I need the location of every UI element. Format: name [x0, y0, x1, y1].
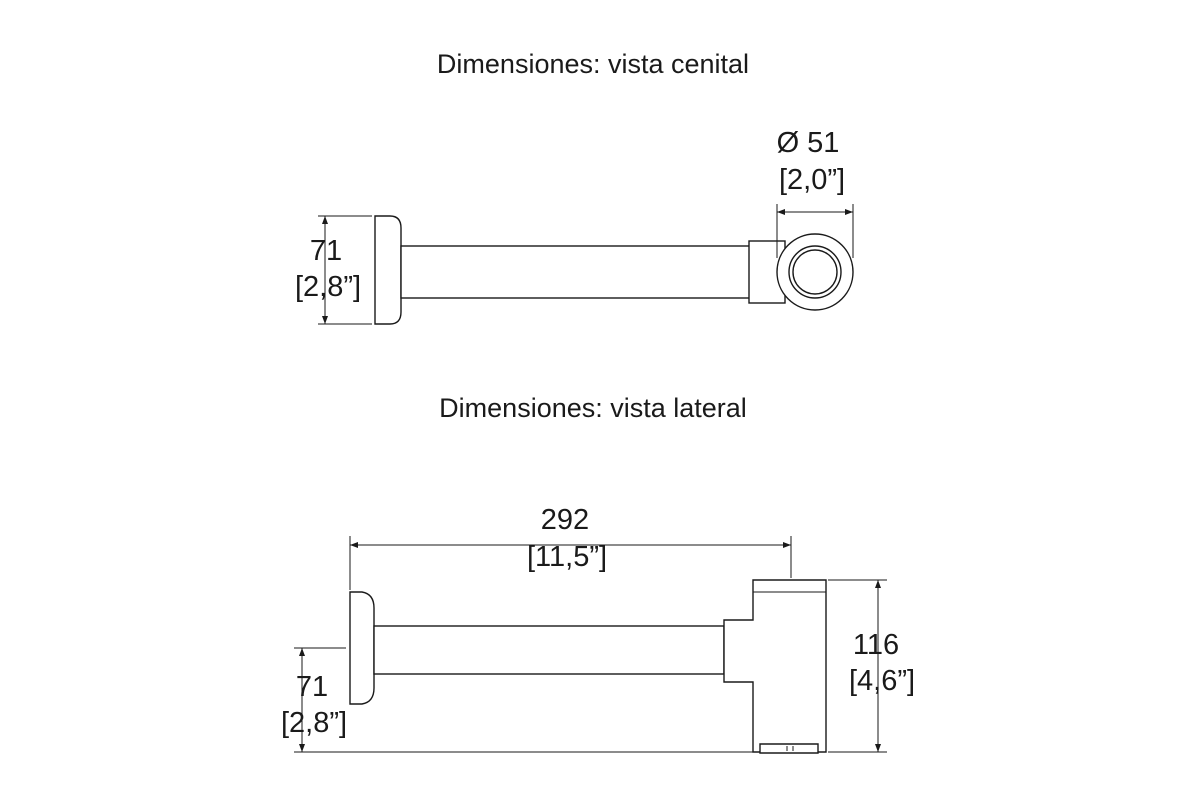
side-height-in: [4,6”] [849, 665, 915, 697]
side-trap-body [723, 579, 827, 753]
side-height-dimension [828, 579, 887, 753]
side-flange-mm: 71 [296, 671, 328, 703]
side-height-mm: 116 [853, 629, 899, 661]
side-flange-dimension [294, 647, 753, 753]
top-height-in: [2,8”] [295, 271, 361, 303]
side-trap-drain [759, 743, 819, 754]
top-diameter-mm: Ø 51 [777, 127, 840, 159]
top-view-title: Dimensiones: vista cenital [437, 49, 749, 79]
side-flange-in: [2,8”] [281, 707, 347, 739]
side-flange [349, 591, 375, 705]
top-height-mm: 71 [310, 235, 342, 267]
side-view-drawing [349, 579, 827, 754]
side-length-in: [11,5”] [527, 541, 607, 573]
top-diameter-in: [2,0”] [779, 164, 845, 196]
top-height-dimension [318, 215, 372, 325]
top-diameter-dimension [776, 204, 854, 258]
top-tube [400, 245, 752, 299]
side-tube [373, 625, 725, 675]
side-length-dimension [349, 536, 792, 590]
side-view-title: Dimensiones: vista lateral [439, 393, 747, 423]
top-trap-inner [792, 249, 838, 295]
top-flange [374, 215, 402, 325]
side-length-mm: 292 [541, 504, 589, 536]
top-view-drawing [374, 215, 854, 325]
